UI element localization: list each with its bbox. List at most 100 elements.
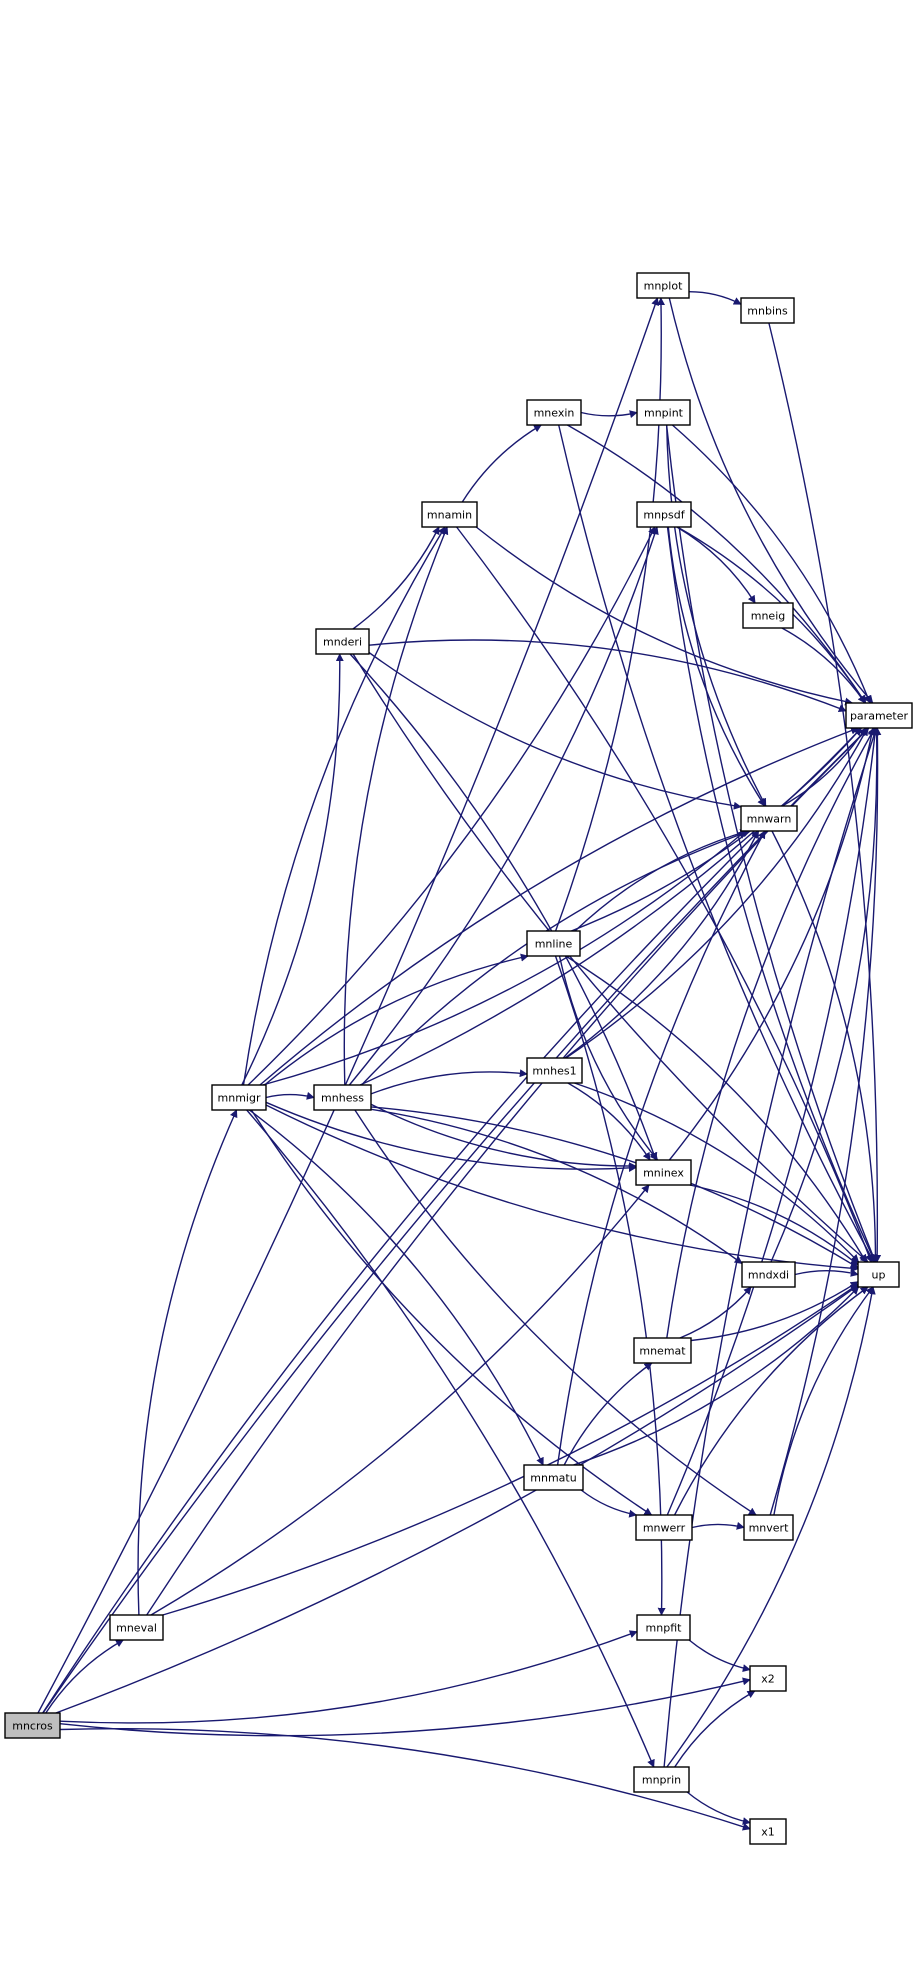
edge-mnderi-to-mnamin	[352, 526, 440, 630]
node-mnpfit-label: mnpfit	[646, 1622, 683, 1635]
edge-mnline-to-mninex	[558, 955, 659, 1161]
node-mndxdi-label: mndxdi	[748, 1269, 789, 1282]
node-mnpfit-box	[636, 1614, 691, 1641]
edge-mnhes1-to-up	[574, 1082, 860, 1263]
edge-mnhess-to-up	[370, 1106, 859, 1269]
node-mnvert-box	[743, 1514, 794, 1541]
node-mnwerr[interactable]: mnwerr	[635, 1514, 693, 1541]
node-mnwarn-label: mnwarn	[747, 813, 792, 826]
edge-mnprin-to-parameter	[663, 727, 878, 1768]
node-mnline[interactable]: mnline	[526, 930, 581, 957]
edge-mnline-to-up	[565, 955, 867, 1263]
edge-mnline-to-mnwarn	[574, 829, 749, 932]
node-mnamin-box	[421, 501, 478, 528]
node-mnexin[interactable]: mnexin	[526, 399, 582, 426]
edge-mnhess-to-mnpsdf	[348, 526, 659, 1086]
node-mnpfit[interactable]: mnpfit	[636, 1614, 691, 1641]
node-mnbins[interactable]: mnbins	[740, 297, 795, 324]
edge-mnmigr-to-parameter	[259, 726, 859, 1086]
edge-mnpsdf-to-mnwarn	[667, 526, 766, 807]
edge-mnwerr-to-parameter	[666, 727, 879, 1516]
node-mnhess[interactable]: mnhess	[313, 1084, 372, 1111]
node-mndxdi-box	[741, 1261, 796, 1288]
edge-mncros-to-parameter	[42, 727, 870, 1714]
node-mnamin[interactable]: mnamin	[421, 501, 478, 528]
node-up[interactable]: up	[857, 1261, 900, 1288]
edge-mnprin-to-x2	[674, 1690, 756, 1768]
edge-mnhess-to-mnhes1	[370, 1069, 528, 1095]
node-x2-label: x2	[761, 1673, 775, 1686]
node-parameter[interactable]: parameter	[845, 702, 913, 729]
node-mnamin-label: mnamin	[427, 509, 472, 522]
node-mnemat[interactable]: mnemat	[633, 1337, 692, 1364]
edge-mncros-to-x2	[59, 1677, 751, 1737]
edge-mnmigr-to-mnmatu	[248, 1109, 544, 1466]
edge-mncros-to-mnwarn	[42, 830, 760, 1714]
edge-mnpsdf-to-up	[666, 526, 876, 1263]
edge-mnhes1-to-parameter	[565, 727, 869, 1059]
edge-mncros-to-mneval	[45, 1639, 124, 1714]
node-mninex-box	[635, 1159, 692, 1186]
edge-mnmatu-to-mnwerr	[580, 1489, 638, 1518]
edge-mnmigr-to-mnprin	[246, 1109, 655, 1768]
node-mnhes1[interactable]: mnhes1	[526, 1057, 583, 1084]
edge-mnplot-to-mnbins	[688, 291, 742, 305]
node-x2[interactable]: x2	[749, 1665, 787, 1692]
node-mnderi-label: mnderi	[323, 636, 362, 649]
node-up-box	[857, 1261, 900, 1288]
node-mnwarn[interactable]: mnwarn	[740, 805, 798, 832]
node-mnmigr[interactable]: mnmigr	[211, 1084, 267, 1111]
edge-mneig-to-parameter	[781, 627, 866, 704]
node-mneig-box	[742, 602, 794, 629]
node-mnplot[interactable]: mnplot	[636, 272, 690, 299]
node-x1[interactable]: x1	[749, 1818, 787, 1845]
node-mneval[interactable]: mneval	[109, 1614, 164, 1641]
node-mnbins-label: mnbins	[747, 305, 788, 318]
node-mnline-label: mnline	[535, 938, 573, 951]
edge-mnprin-to-up	[666, 1286, 876, 1768]
node-mnprin[interactable]: mnprin	[633, 1766, 690, 1793]
node-mnmigr-box	[211, 1084, 267, 1111]
node-mnpsdf[interactable]: mnpsdf	[636, 501, 692, 528]
node-mneig[interactable]: mneig	[742, 602, 794, 629]
edge-mnmatu-to-mnwarn	[556, 830, 766, 1466]
edge-mnpfit-to-x2	[688, 1639, 751, 1673]
node-mnexin-box	[526, 399, 582, 426]
node-parameter-box	[845, 702, 913, 729]
node-mnline-box	[526, 930, 581, 957]
node-mnexin-label: mnexin	[534, 407, 575, 420]
edge-mnwerr-to-up	[673, 1286, 869, 1516]
edge-mnvert-to-parameter	[769, 727, 882, 1516]
edge-mnhess-to-mndxdi	[370, 1108, 743, 1265]
node-mnplot-label: mnplot	[644, 280, 683, 293]
edge-mnamin-to-up	[456, 526, 873, 1263]
node-mnpint[interactable]: mnpint	[636, 399, 691, 426]
node-mnhes1-label: mnhes1	[532, 1065, 576, 1078]
node-mnderi-box	[315, 628, 370, 655]
node-up-label: up	[872, 1269, 886, 1282]
node-mnwerr-label: mnwerr	[643, 1522, 686, 1535]
edge-mnexin-to-mnpint	[580, 410, 638, 419]
edge-mncros-to-mnplot	[37, 297, 659, 1714]
node-mncros[interactable]: mncros	[4, 1712, 61, 1739]
edge-mnhess-to-mnvert	[354, 1109, 757, 1516]
node-mnwarn-box	[740, 805, 798, 832]
edge-mneval-to-parameter	[146, 727, 870, 1616]
node-mnpint-label: mnpint	[644, 407, 684, 420]
node-mnmatu[interactable]: mnmatu	[523, 1464, 584, 1491]
node-mnderi[interactable]: mnderi	[315, 628, 370, 655]
edge-mnamin-to-mnexin	[461, 424, 542, 503]
edge-mnmigr-to-mnline	[264, 953, 529, 1086]
node-mnvert[interactable]: mnvert	[743, 1514, 794, 1541]
node-mnbins-box	[740, 297, 795, 324]
edge-mnline-to-parameter	[571, 727, 862, 932]
edge-mncros-to-up	[55, 1284, 859, 1714]
node-mndxdi[interactable]: mndxdi	[741, 1261, 796, 1288]
node-mninex[interactable]: mninex	[635, 1159, 692, 1186]
edge-mnhess-to-mnamin	[343, 526, 449, 1086]
edge-mnmigr-to-mnwerr	[250, 1109, 653, 1516]
edge-mnpint-to-up	[665, 424, 877, 1263]
node-mnprin-box	[633, 1766, 690, 1793]
edge-mnexin-to-parameter	[567, 424, 867, 704]
